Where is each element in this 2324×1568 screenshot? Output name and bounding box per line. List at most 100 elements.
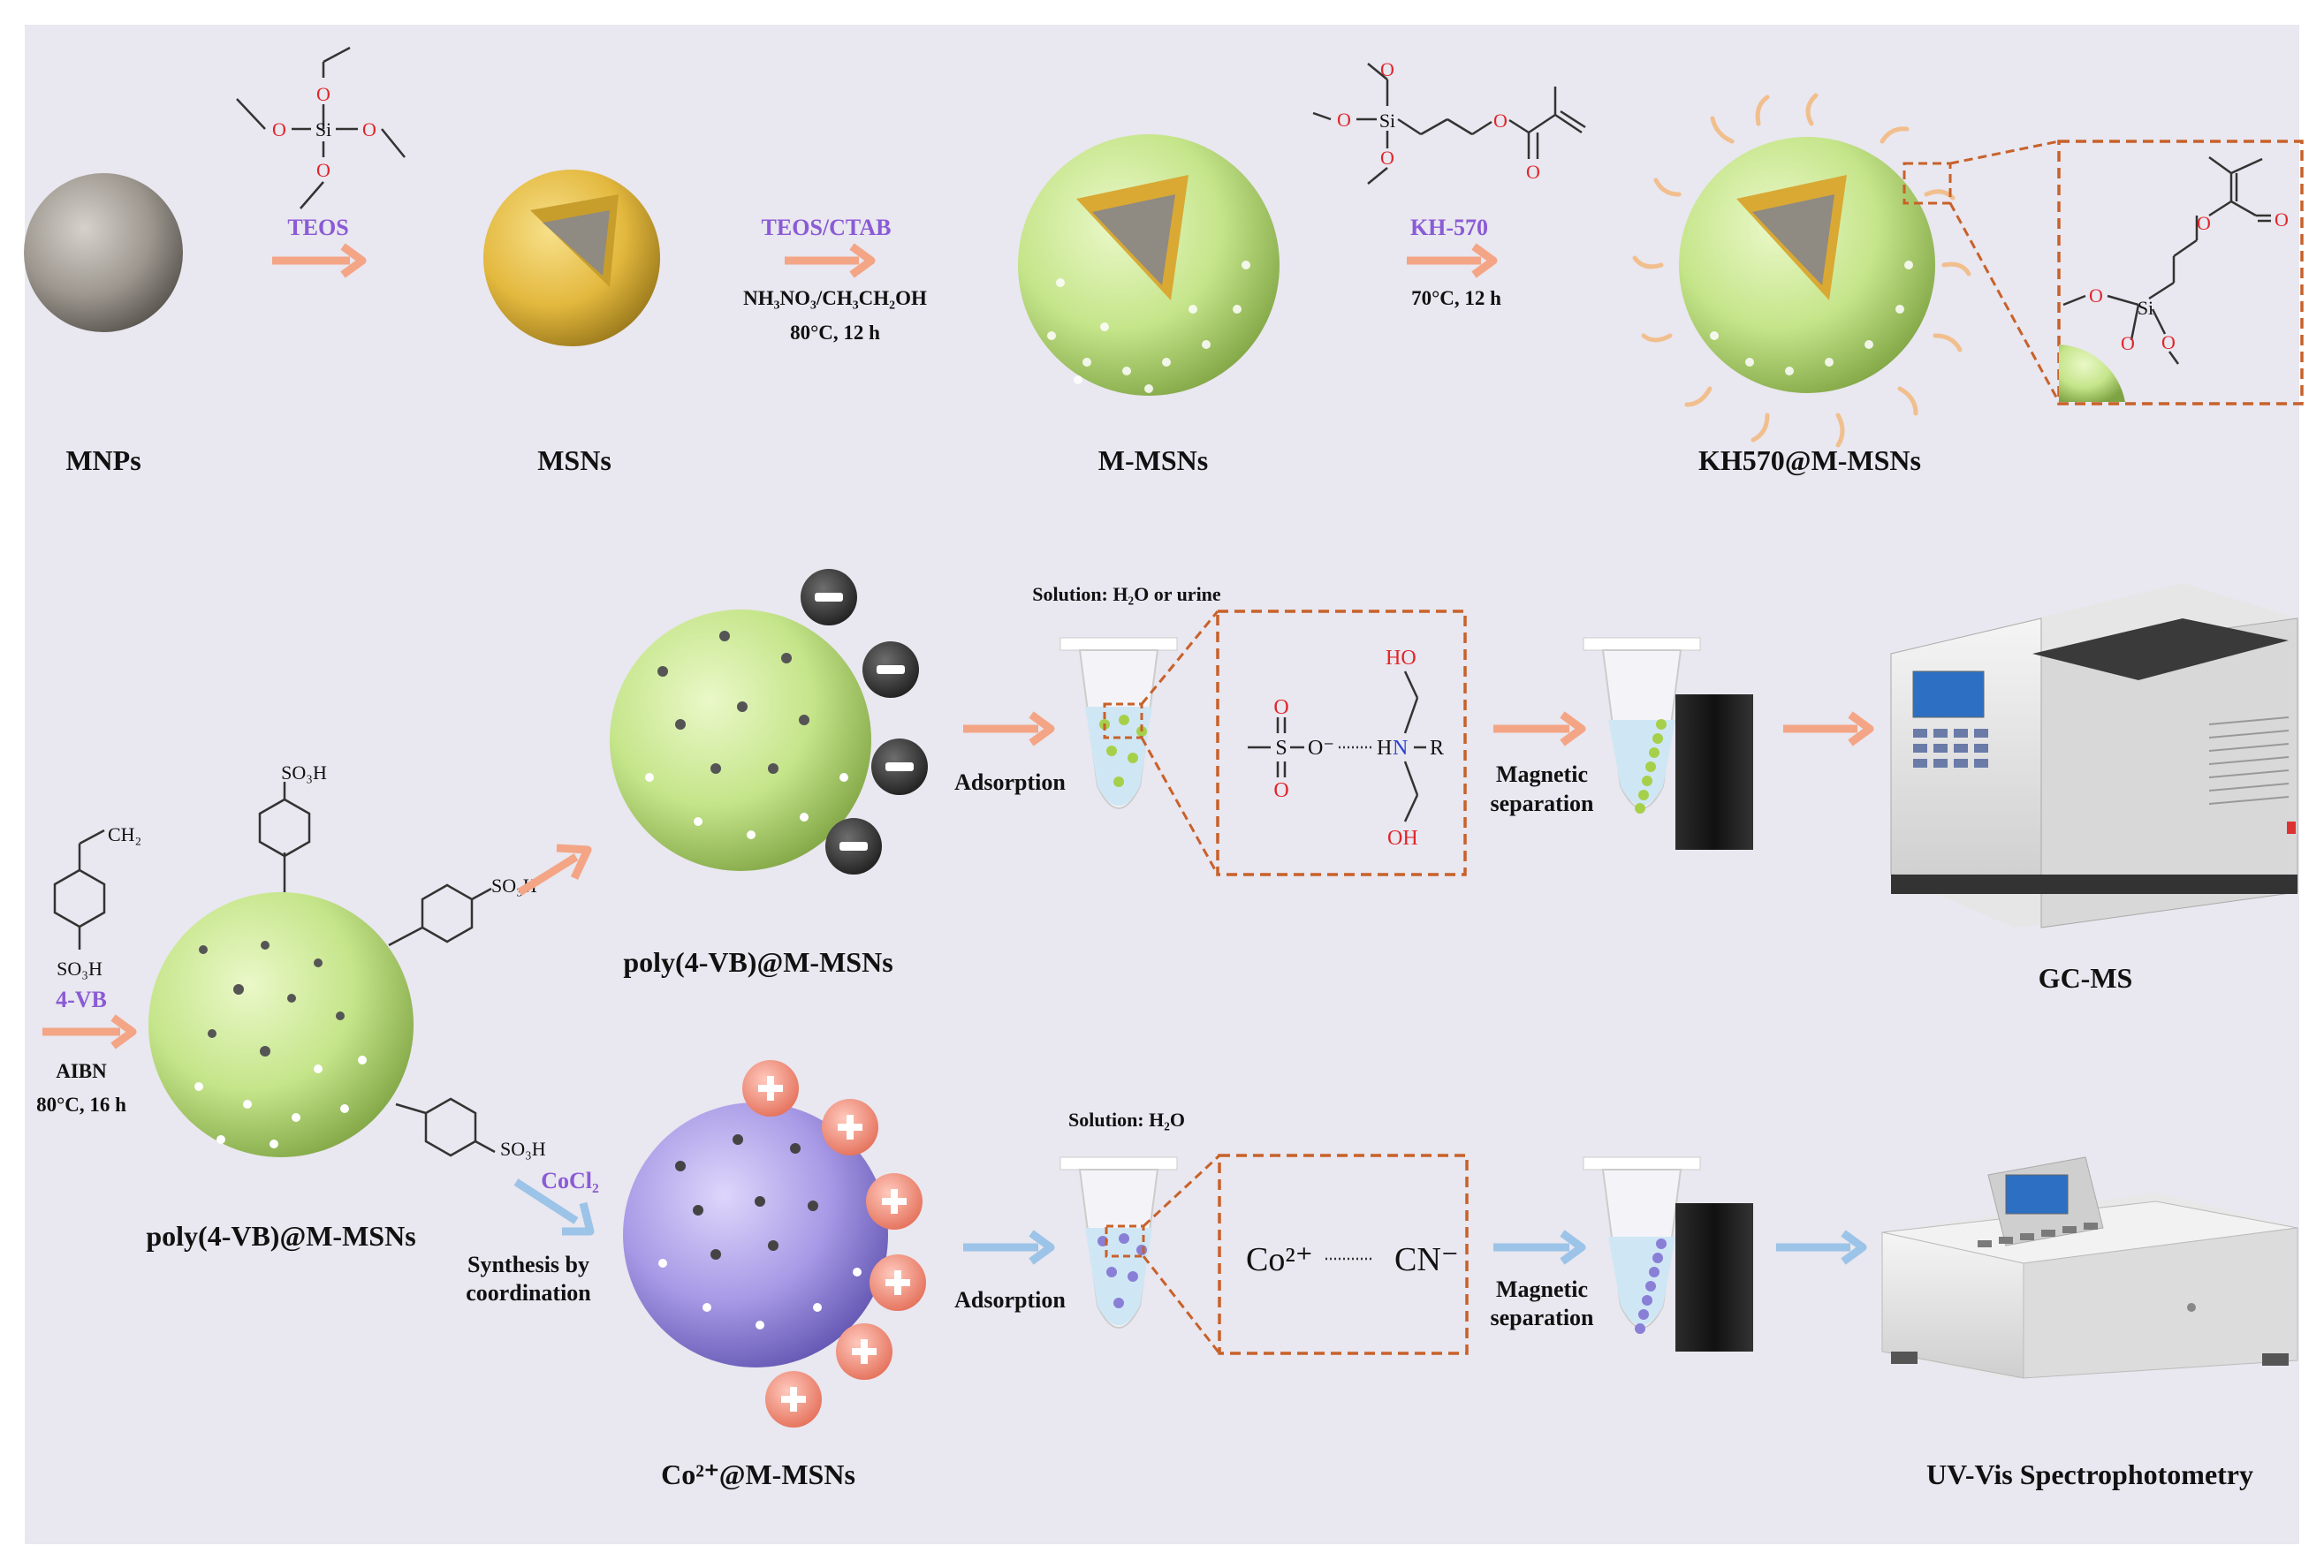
magnetic-top-1: Magnetic bbox=[1496, 761, 1588, 787]
magnetic-bottom-1: Magnetic bbox=[1496, 1276, 1588, 1302]
vb-so3h: SO₃H bbox=[57, 958, 103, 980]
co-sphere bbox=[623, 1102, 888, 1367]
tube-top bbox=[1059, 637, 1178, 809]
co-sphere-pores bbox=[658, 1134, 862, 1329]
msns-label: MSNs bbox=[537, 444, 611, 476]
zoom-o5: O bbox=[2275, 208, 2289, 231]
neg-sphere bbox=[610, 610, 871, 871]
tube-magnet-top bbox=[1583, 637, 1753, 850]
teos-o-bottom: O bbox=[316, 159, 330, 181]
tube-top-zoom bbox=[1103, 702, 1143, 739]
mmsns-pores bbox=[1047, 261, 1250, 393]
synthesis-line1: Synthesis by bbox=[467, 1252, 589, 1277]
co-ion: Co²⁺ bbox=[1246, 1241, 1313, 1278]
zoom-o3: O bbox=[2161, 331, 2176, 353]
poly-label-left: poly(4-VB)@M-MSNs bbox=[146, 1220, 415, 1252]
arrow-vb bbox=[42, 1014, 137, 1049]
vb-condition-temp: 80°C, 16 h bbox=[36, 1094, 126, 1116]
kh570-hairs bbox=[1632, 93, 1971, 448]
zoom-o2: O bbox=[2121, 332, 2135, 354]
interaction-box-top bbox=[1216, 610, 1467, 876]
synthesis-line2: coordination bbox=[466, 1280, 591, 1306]
solution-top: Solution: H₂O or urine bbox=[1032, 583, 1221, 605]
teos-o-left: O bbox=[272, 118, 286, 140]
adsorption-bottom: Adsorption bbox=[954, 1287, 1066, 1313]
poly-pores bbox=[194, 941, 367, 1148]
teos-si: Si bbox=[315, 118, 331, 140]
arrow-adsorption-top bbox=[963, 711, 1055, 746]
msns-sphere bbox=[483, 170, 660, 346]
arrow-magnetic-top bbox=[1493, 711, 1586, 746]
neg-sphere-pores bbox=[645, 631, 848, 839]
kh570-zoom-box bbox=[2057, 140, 2304, 405]
int-ho: HO bbox=[1386, 647, 1416, 670]
poly-so3h-bottom: SO₃H bbox=[500, 1138, 546, 1160]
int-o-bottom: O bbox=[1273, 779, 1288, 802]
teos-structure bbox=[236, 46, 406, 209]
cocl2-reagent: CoCl₂ bbox=[541, 1168, 599, 1193]
arrow-adsorption-bottom bbox=[963, 1230, 1055, 1265]
kh570-o1: O bbox=[1380, 58, 1394, 80]
int-n: N bbox=[1393, 737, 1408, 760]
int-oh: OH bbox=[1387, 827, 1418, 850]
int-h: H bbox=[1377, 737, 1392, 760]
arrow-to-uvvis bbox=[1776, 1230, 1867, 1265]
co-label: Co²⁺@M-MSNs bbox=[661, 1458, 855, 1490]
arrow-to-neg bbox=[517, 844, 592, 896]
kh570-label: KH570@M-MSNs bbox=[1698, 444, 1921, 476]
step3-condition: 70°C, 12 h bbox=[1411, 287, 1501, 309]
teos-o-right: O bbox=[362, 118, 376, 140]
mnps-sphere bbox=[24, 173, 183, 332]
arrow-step3 bbox=[1407, 243, 1498, 278]
teos-reagent: TEOS bbox=[287, 215, 348, 240]
mnps-label: MNPs bbox=[65, 444, 141, 476]
uvvis-instrument-icon bbox=[1881, 1156, 2298, 1379]
vb-monomer bbox=[53, 829, 106, 950]
positive-charges bbox=[742, 1060, 926, 1428]
magnetic-bottom-2: separation bbox=[1491, 1305, 1595, 1330]
kh570-si: Si bbox=[1379, 110, 1395, 132]
kh570-reagent: KH-570 bbox=[1410, 215, 1488, 240]
kh570-o5: O bbox=[1526, 161, 1540, 183]
interaction-box-bottom bbox=[1218, 1154, 1469, 1355]
kh570-o2: O bbox=[1337, 109, 1351, 131]
arrow-step1 bbox=[272, 243, 367, 278]
arrow-cocl2 bbox=[513, 1178, 595, 1236]
arrow-to-gcms bbox=[1783, 711, 1874, 746]
neg-sphere-label: poly(4-VB)@M-MSNs bbox=[623, 946, 892, 978]
step2-condition-temp: 80°C, 12 h bbox=[790, 322, 880, 344]
int-o-top: O bbox=[1273, 696, 1288, 719]
mmsns-label: M-MSNs bbox=[1098, 444, 1208, 476]
tube-bottom-zoom bbox=[1105, 1224, 1145, 1258]
poly-so3h-top: SO₃H bbox=[281, 761, 327, 784]
vb-condition-aibn: AIBN bbox=[56, 1060, 107, 1082]
gcms-label: GC-MS bbox=[2039, 962, 2133, 994]
step2-condition-solvent: NH₃NO₃/CH₃CH₂OH bbox=[743, 287, 927, 309]
tube-magnet-bottom bbox=[1583, 1156, 1753, 1352]
kh570-structure bbox=[1312, 63, 1586, 185]
teos-o-top: O bbox=[316, 83, 330, 105]
cn-ion: CN⁻ bbox=[1394, 1241, 1459, 1278]
zoom-o4: O bbox=[2197, 212, 2211, 234]
kh570-o4: O bbox=[1493, 110, 1508, 132]
int-s: S bbox=[1275, 737, 1287, 760]
negative-charges bbox=[801, 569, 928, 875]
kh570-o3: O bbox=[1380, 147, 1394, 169]
int-o-minus: O⁻ bbox=[1308, 737, 1334, 760]
magnetic-top-2: separation bbox=[1491, 791, 1595, 816]
adsorption-top: Adsorption bbox=[954, 769, 1066, 795]
arrow-step2 bbox=[785, 243, 876, 278]
kh570-zoom-small-box bbox=[1902, 162, 1952, 205]
poly-sphere bbox=[148, 892, 414, 1157]
arrow-magnetic-bottom bbox=[1493, 1230, 1586, 1265]
vb-ch2: CH₂ bbox=[108, 823, 141, 845]
vb-reagent: 4-VB bbox=[56, 987, 107, 1012]
zoom-si: Si bbox=[2138, 297, 2153, 319]
teos-ctab-reagent: TEOS/CTAB bbox=[762, 215, 892, 240]
solution-bottom: Solution: H₂O bbox=[1068, 1109, 1185, 1131]
gcms-instrument-icon bbox=[1890, 583, 2298, 928]
tube-bottom bbox=[1059, 1156, 1178, 1329]
poly-substituents bbox=[258, 782, 496, 1157]
